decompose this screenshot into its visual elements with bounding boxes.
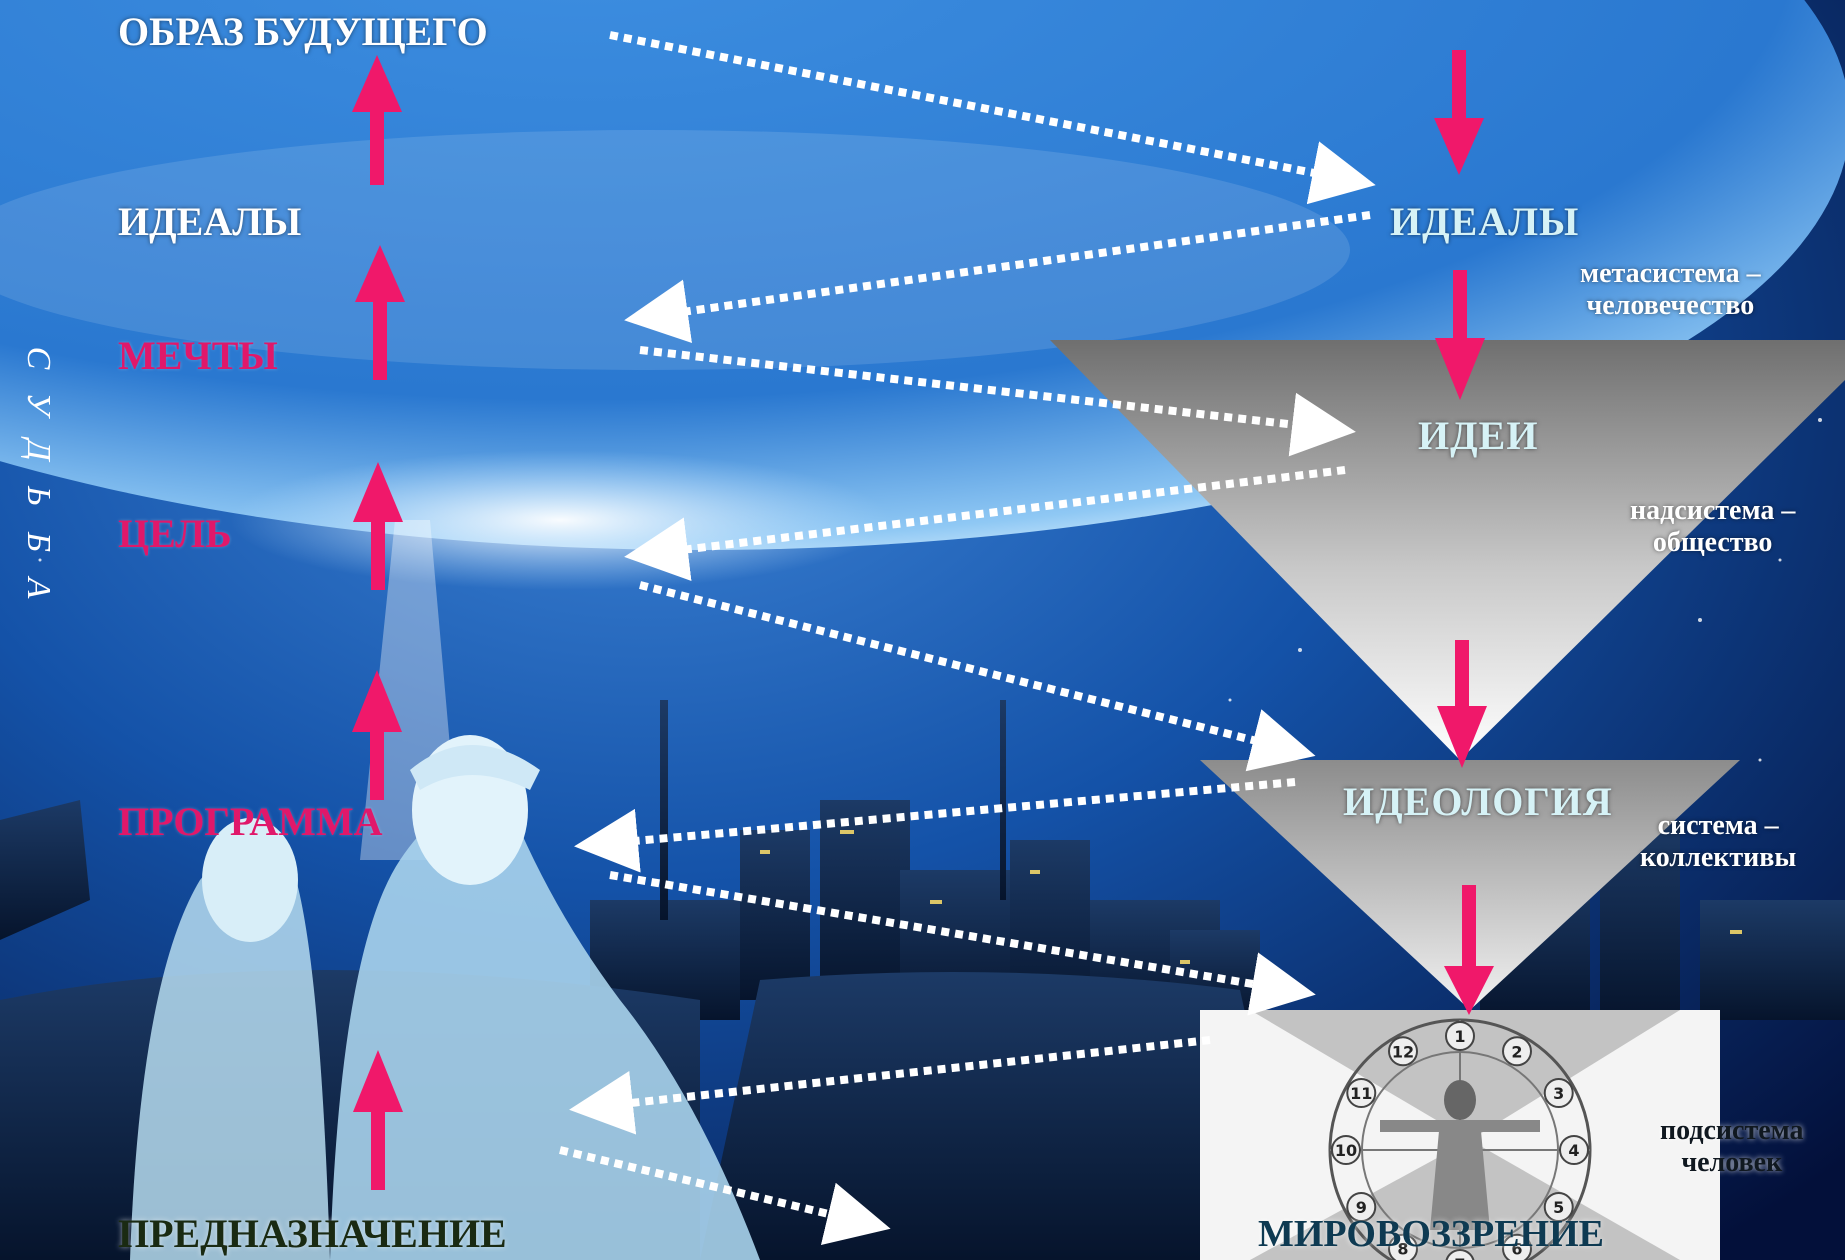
label-metasystem: метасистема – человечество bbox=[1580, 258, 1761, 322]
label-system-line2: коллективы bbox=[1640, 842, 1796, 874]
human-figure bbox=[1444, 1080, 1476, 1120]
fate-letter: Д bbox=[15, 430, 61, 470]
fate-letter: С bbox=[15, 338, 61, 378]
emblem-number: 11 bbox=[1350, 1084, 1372, 1103]
label-metasystem-line1: метасистема – bbox=[1580, 258, 1761, 290]
label-system-line1: система – bbox=[1640, 810, 1796, 842]
fate-letter: Ь bbox=[15, 476, 61, 516]
emblem-number: 3 bbox=[1553, 1084, 1564, 1103]
label-ideas: ИДЕИ bbox=[1418, 412, 1538, 459]
emblem-number: 2 bbox=[1511, 1042, 1522, 1061]
emblem-number: 1 bbox=[1454, 1027, 1465, 1046]
label-program: ПРОГРАММА bbox=[118, 798, 382, 845]
fate-letter: А bbox=[15, 568, 61, 608]
label-subsystem: подсистема человек bbox=[1660, 1115, 1804, 1179]
label-goal: ЦЕЛЬ bbox=[118, 510, 232, 557]
label-image-of-future: ОБРАЗ БУДУЩЕГО bbox=[118, 8, 488, 55]
label-supersystem: надсистема – общество bbox=[1630, 495, 1795, 559]
fate-letter: Б bbox=[15, 522, 61, 562]
emblem-number: 10 bbox=[1335, 1141, 1357, 1160]
label-ideals-right: ИДЕАЛЫ bbox=[1390, 198, 1579, 245]
emblem-number: 12 bbox=[1392, 1042, 1414, 1061]
label-subsystem-line2: человек bbox=[1660, 1147, 1804, 1179]
label-supersystem-line1: надсистема – bbox=[1630, 495, 1795, 527]
label-supersystem-line2: общество bbox=[1630, 527, 1795, 559]
label-dreams: МЕЧТЫ bbox=[118, 332, 278, 379]
human-figure-arms bbox=[1380, 1120, 1540, 1132]
label-subsystem-line1: подсистема bbox=[1660, 1115, 1804, 1147]
label-worldview: МИРОВОЗЗРЕНИЕ bbox=[1258, 1212, 1604, 1256]
emblem-number: 4 bbox=[1568, 1141, 1579, 1160]
label-ideals-left: ИДЕАЛЫ bbox=[118, 198, 301, 245]
label-metasystem-line2: человечество bbox=[1580, 290, 1761, 322]
label-ideology: ИДЕОЛОГИЯ bbox=[1343, 778, 1613, 825]
label-system: система – коллективы bbox=[1640, 810, 1796, 874]
fate-letter: У bbox=[15, 384, 61, 424]
horizon-glow bbox=[230, 450, 890, 590]
label-purpose: ПРЕДНАЗНАЧЕНИЕ bbox=[118, 1210, 507, 1257]
